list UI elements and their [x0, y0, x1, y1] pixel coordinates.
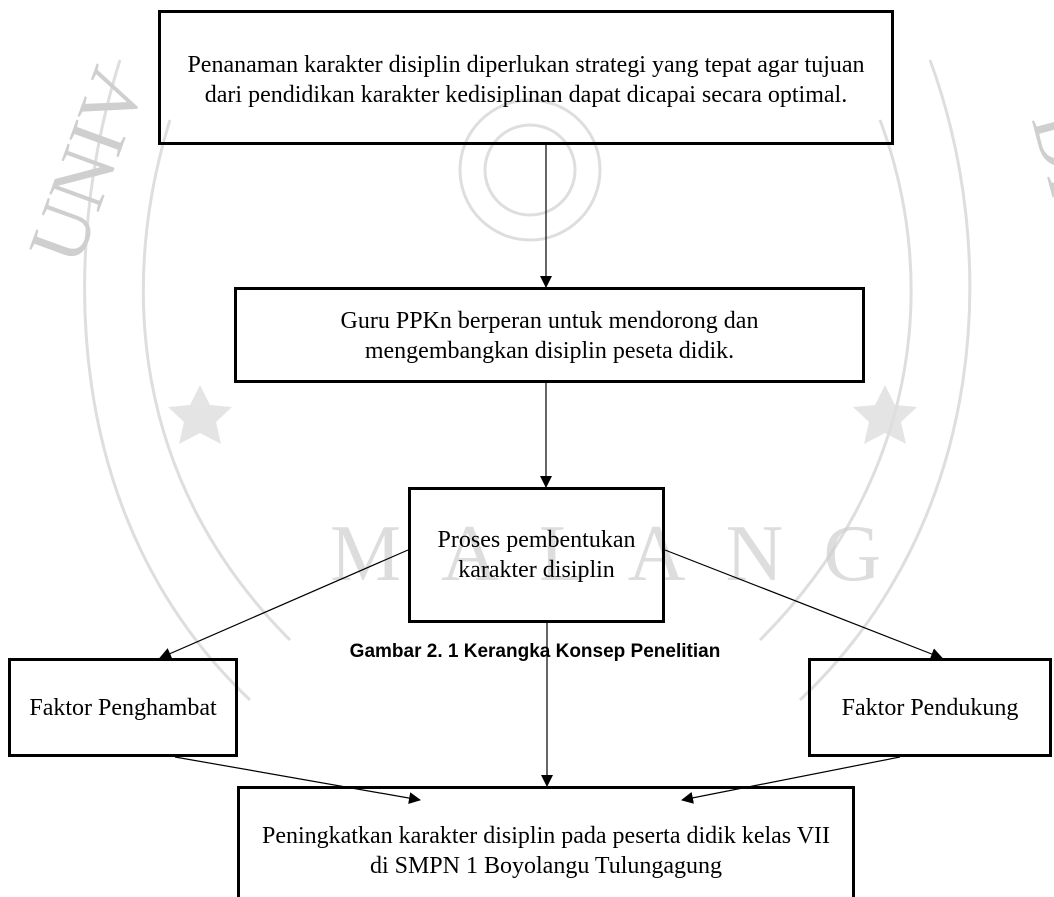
node-faktor-penghambat-text: Faktor Penghambat	[29, 694, 217, 721]
node-strategi-penanaman: Penanaman karakter disiplin diperlukan s…	[158, 10, 894, 145]
figure-caption: Gambar 2. 1 Kerangka Konsep Penelitian	[0, 640, 1054, 664]
arrow-proses-to-pendukung	[664, 549, 943, 660]
node-proses-pembentukan: Proses pembentukan karakter disiplin	[408, 487, 665, 623]
node-guru-ppkn-text: Guru PPKn berperan untuk mendorong dan m…	[340, 308, 759, 364]
arrow-pendukung-to-bottom	[681, 756, 901, 804]
node-faktor-pendukung: Faktor Pendukung	[808, 658, 1052, 757]
figure-caption-text: Gambar 2. 1 Kerangka Konsep Penelitian	[349, 641, 721, 662]
arrow-proses-to-penghambat	[159, 549, 409, 660]
node-faktor-pendukung-text: Faktor Pendukung	[841, 694, 1019, 721]
node-peningkatan-karakter: Peningkatkan karakter disiplin pada pese…	[237, 786, 855, 897]
node-peningkatan-karakter-text: Peningkatkan karakter disiplin pada pese…	[261, 823, 831, 879]
arrow-penghambat-to-bottom	[174, 756, 421, 805]
node-proses-pembentukan-text: Proses pembentukan karakter disiplin	[437, 527, 636, 583]
node-strategi-penanaman-text: Penanaman karakter disiplin diperlukan s…	[187, 51, 865, 108]
node-guru-ppkn: Guru PPKn berperan untuk mendorong dan m…	[234, 287, 865, 383]
node-faktor-penghambat: Faktor Penghambat	[8, 658, 238, 757]
